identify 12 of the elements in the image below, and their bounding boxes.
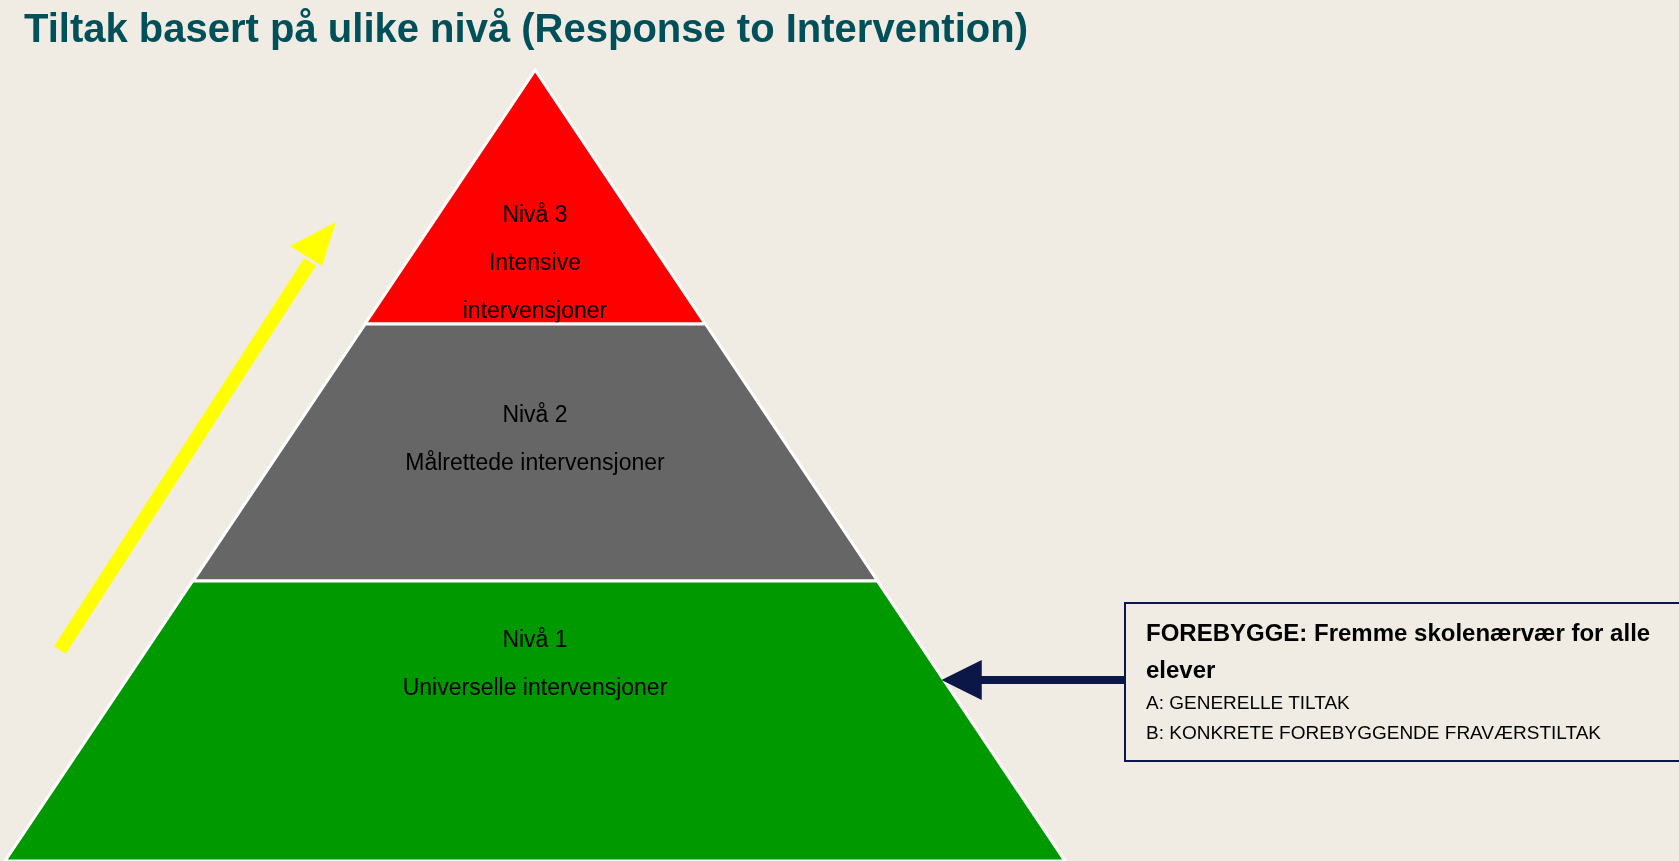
arrow [941, 660, 1124, 700]
tier-label: Nivå 2 [501, 399, 569, 429]
tier-label: Nivå 1 [501, 625, 569, 654]
list-item: A: GENERELLE TILTAK [1146, 691, 1351, 715]
tier-label: Intensive intervensjoner [461, 248, 609, 325]
list-item: B: KONKRETE FOREBYGGENDE FRAVÆRSTILTAK [1146, 721, 1603, 745]
box-heading: FOREBYGGE: Fremme skolenærvær for alle elever [1146, 618, 1652, 685]
text-box [1124, 602, 1679, 762]
tier-label: Målrettede intervensjoner [404, 447, 666, 477]
tier-label: Universelle intervensjoner [401, 673, 669, 702]
tier-label: Nivå 3 [501, 200, 569, 229]
title: Tiltak basert på ulike nivå (Response to Intervention) [24, 6, 1028, 51]
